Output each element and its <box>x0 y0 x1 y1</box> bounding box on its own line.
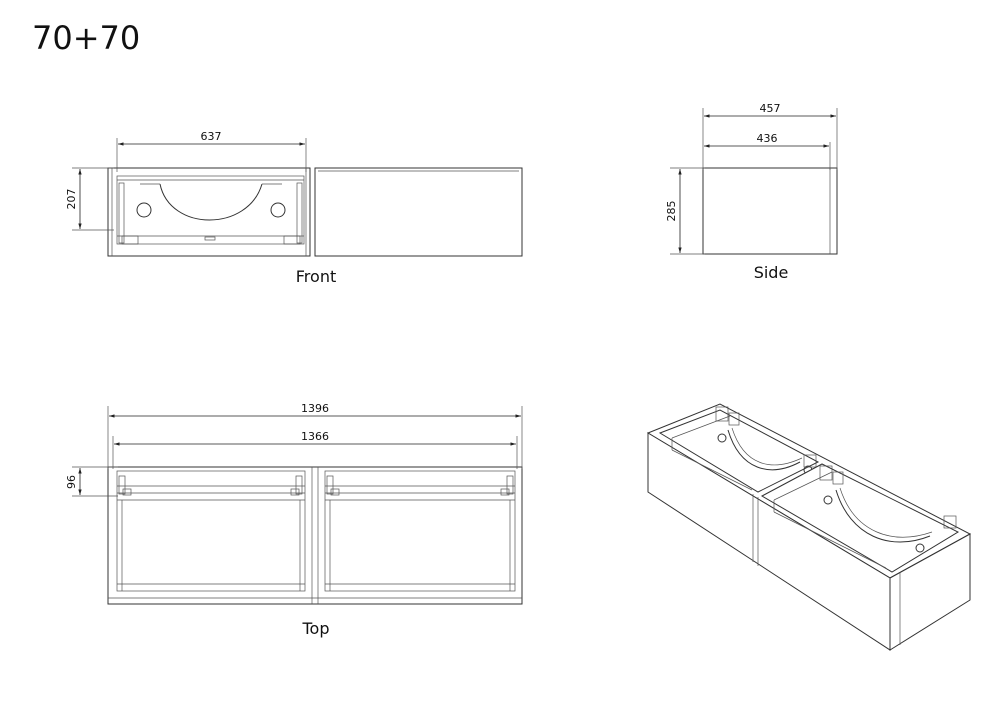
dim-top-width-outer: 1396 <box>301 402 329 415</box>
front-view-label: Front <box>296 267 336 286</box>
top-outline <box>107 466 523 605</box>
top-right-drawer <box>324 470 516 592</box>
front-left-cabinet <box>107 167 311 257</box>
dim-top-depth: 96 <box>65 475 78 489</box>
dim-front-width: 637 <box>201 130 222 143</box>
dim-side-depth-inner: 436 <box>757 132 778 145</box>
front-left-hole <box>136 202 152 218</box>
front-left-drawer-frame <box>116 175 305 245</box>
dim-top-width-inner: 1366 <box>301 430 329 443</box>
iso-side-face <box>889 533 971 651</box>
iso-left-compartment <box>658 409 820 493</box>
top-view: 1396 1366 96 Top <box>65 402 523 638</box>
dim-side-height: 285 <box>665 201 678 222</box>
drawing-title: 70+70 <box>32 19 141 57</box>
isometric-view <box>646 403 972 651</box>
dim-front-height: 207 <box>65 189 78 210</box>
side-cabinet <box>702 167 838 255</box>
front-view: 637 207 Front <box>65 130 523 286</box>
side-view: 457 436 285 Side <box>665 102 838 282</box>
top-view-label: Top <box>302 619 330 638</box>
iso-right-compartment <box>760 463 960 573</box>
front-right-hole <box>270 202 286 218</box>
front-right-cabinet <box>314 167 523 257</box>
side-view-label: Side <box>754 263 789 282</box>
top-left-drawer <box>116 470 306 592</box>
dim-side-depth-outer: 457 <box>760 102 781 115</box>
front-basin-cutout <box>159 183 263 221</box>
